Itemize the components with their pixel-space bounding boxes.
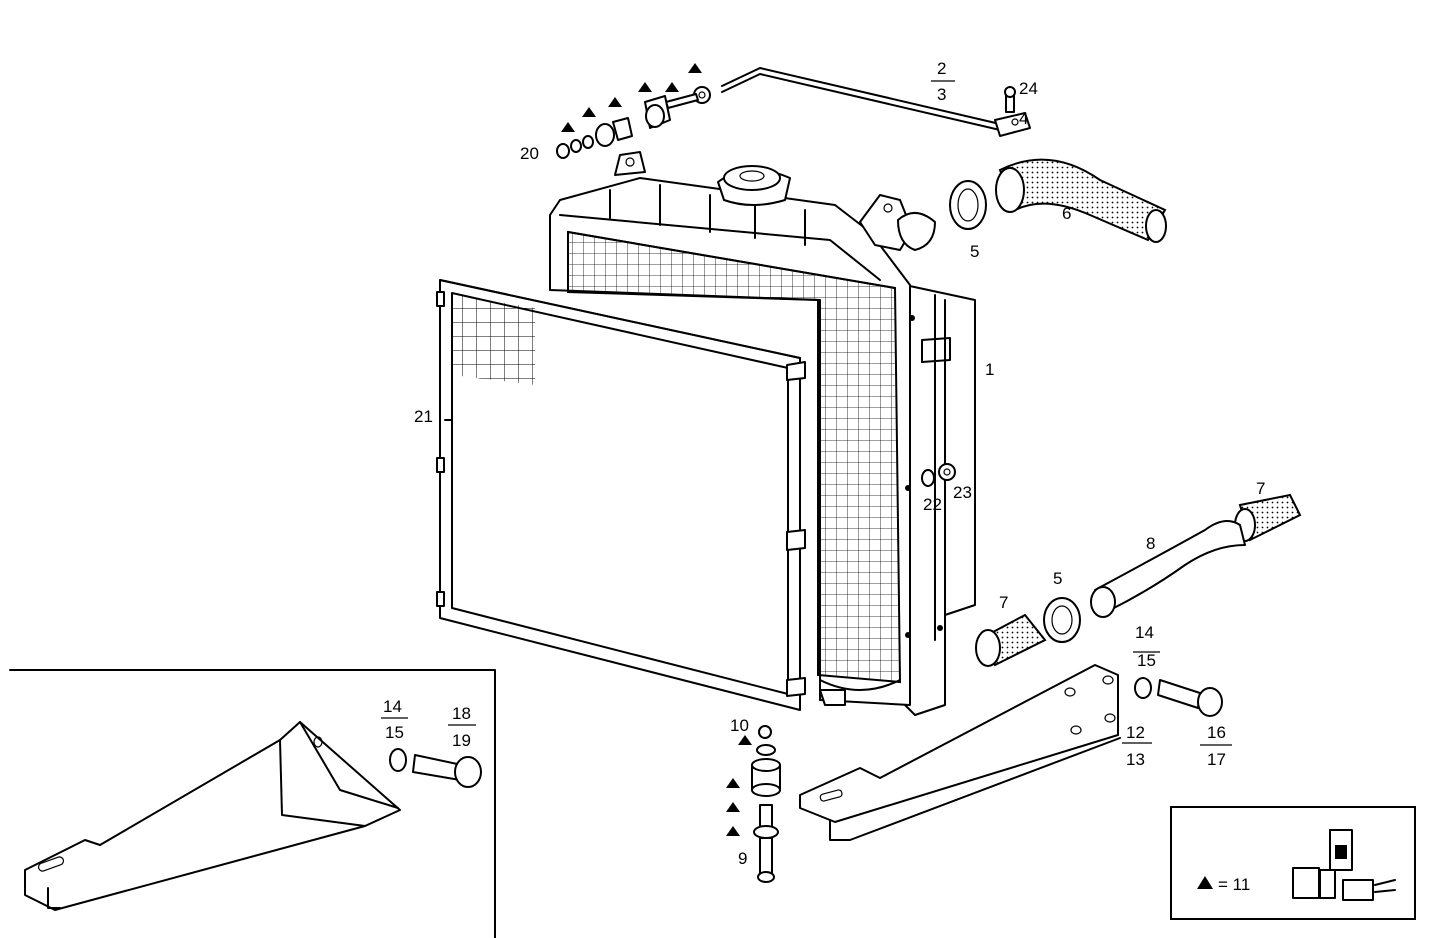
- label-24: 24: [1019, 79, 1038, 98]
- label-7-right: 7: [1256, 479, 1265, 498]
- label-13: 13: [1126, 750, 1145, 769]
- label-3: 3: [937, 85, 946, 104]
- radiator-grille: [436, 279, 806, 711]
- label-8: 8: [1146, 534, 1155, 553]
- lower-hoses: [975, 493, 1302, 667]
- legend-text: = 11: [1218, 875, 1250, 894]
- label-9: 9: [738, 849, 747, 868]
- label-21: 21: [414, 407, 433, 426]
- tie-rod: [721, 67, 1031, 137]
- radiator-core: [549, 151, 976, 716]
- label-2: 2: [937, 59, 946, 78]
- label-22: 22: [923, 495, 942, 514]
- label-23: 23: [953, 483, 972, 502]
- label-15-right: 15: [1137, 651, 1156, 670]
- label-10: 10: [730, 716, 749, 735]
- upper-hose: [949, 158, 1167, 243]
- label-1: 1: [985, 360, 994, 379]
- lower-mount-stack: [726, 725, 781, 883]
- label-4: 4: [1019, 109, 1028, 128]
- label-15-inset: 15: [385, 723, 404, 742]
- label-6: 6: [1062, 204, 1071, 223]
- part-labels: 1 2 3 4 24 5 6 20 21 22 23 7 8 5 7 14 15…: [383, 59, 1265, 868]
- label-5-upper: 5: [970, 242, 979, 261]
- support-bracket-right: [799, 664, 1223, 841]
- label-20: 20: [520, 144, 539, 163]
- inset-bracket-variant: [9, 669, 496, 938]
- triangle-icon: [1197, 876, 1213, 889]
- label-12: 12: [1126, 723, 1145, 742]
- label-19: 19: [452, 731, 471, 750]
- leader-lines: [381, 80, 1232, 746]
- label-5-lower: 5: [1053, 569, 1062, 588]
- kit-icon: [1292, 829, 1396, 901]
- label-16: 16: [1207, 723, 1226, 742]
- label-7-left: 7: [999, 593, 1008, 612]
- grommet-parts: [921, 463, 956, 487]
- label-14-inset: 14: [383, 697, 402, 716]
- label-14-right: 14: [1135, 623, 1154, 642]
- legend-box: = 11: [1170, 806, 1416, 920]
- mount-fixings-top: [556, 63, 711, 159]
- label-17: 17: [1207, 750, 1226, 769]
- label-18: 18: [452, 704, 471, 723]
